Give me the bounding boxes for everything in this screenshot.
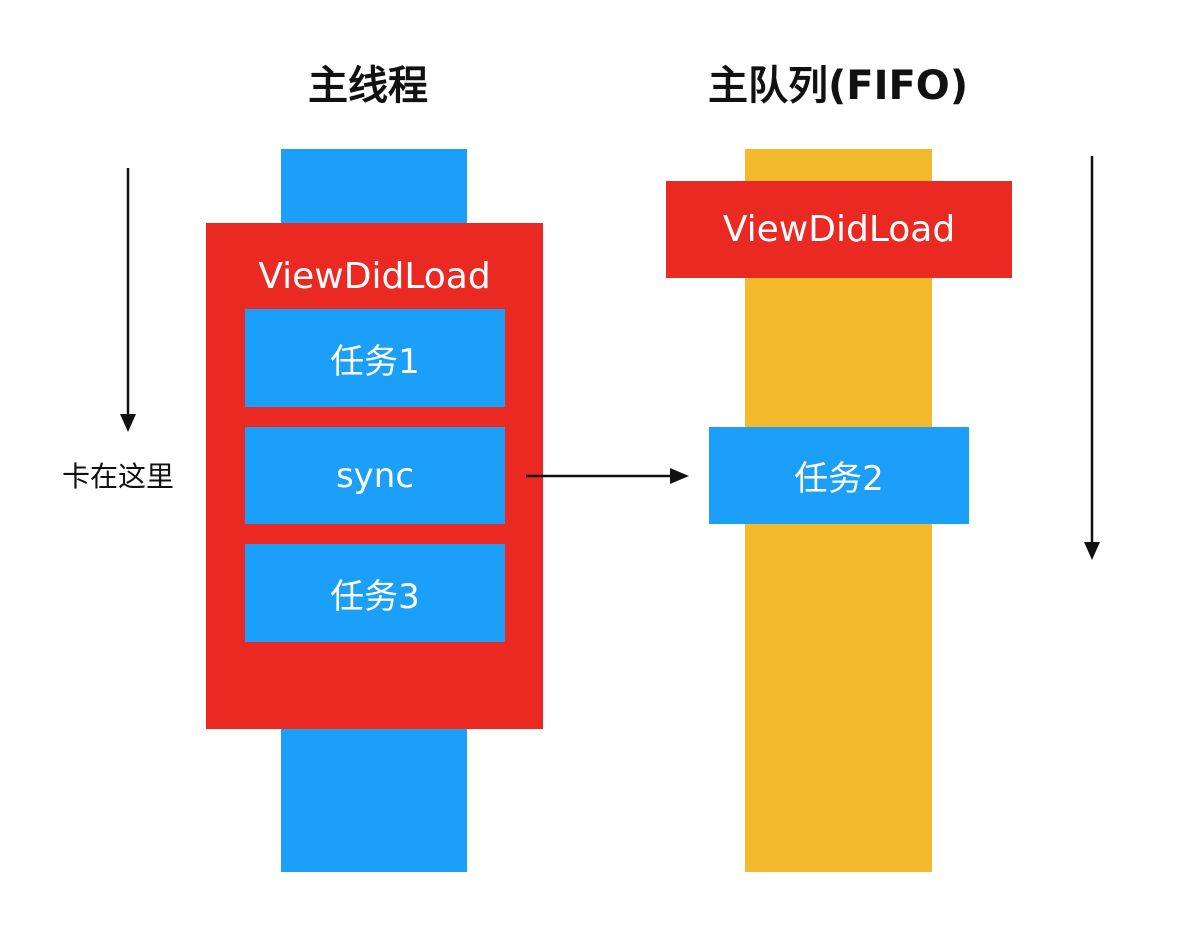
- sync-block: sync: [245, 427, 505, 524]
- left-timeline-arrow: [120, 168, 136, 432]
- main-thread-viewdidload-label: ViewDidLoad: [258, 255, 491, 297]
- task-3-block: 任务3: [245, 544, 505, 642]
- stuck-here-note: 卡在这里: [62, 460, 175, 493]
- task-1-block: 任务1: [245, 309, 505, 407]
- sync-dispatch-arrow: [526, 468, 689, 484]
- task-2-block: 任务2: [709, 427, 969, 524]
- main-queue-viewdidload-block: ViewDidLoad: [666, 181, 1012, 278]
- main-queue-title: 主队列(FIFO): [708, 63, 969, 109]
- right-timeline-arrow: [1084, 156, 1100, 560]
- main-thread-title: 主线程: [308, 63, 428, 109]
